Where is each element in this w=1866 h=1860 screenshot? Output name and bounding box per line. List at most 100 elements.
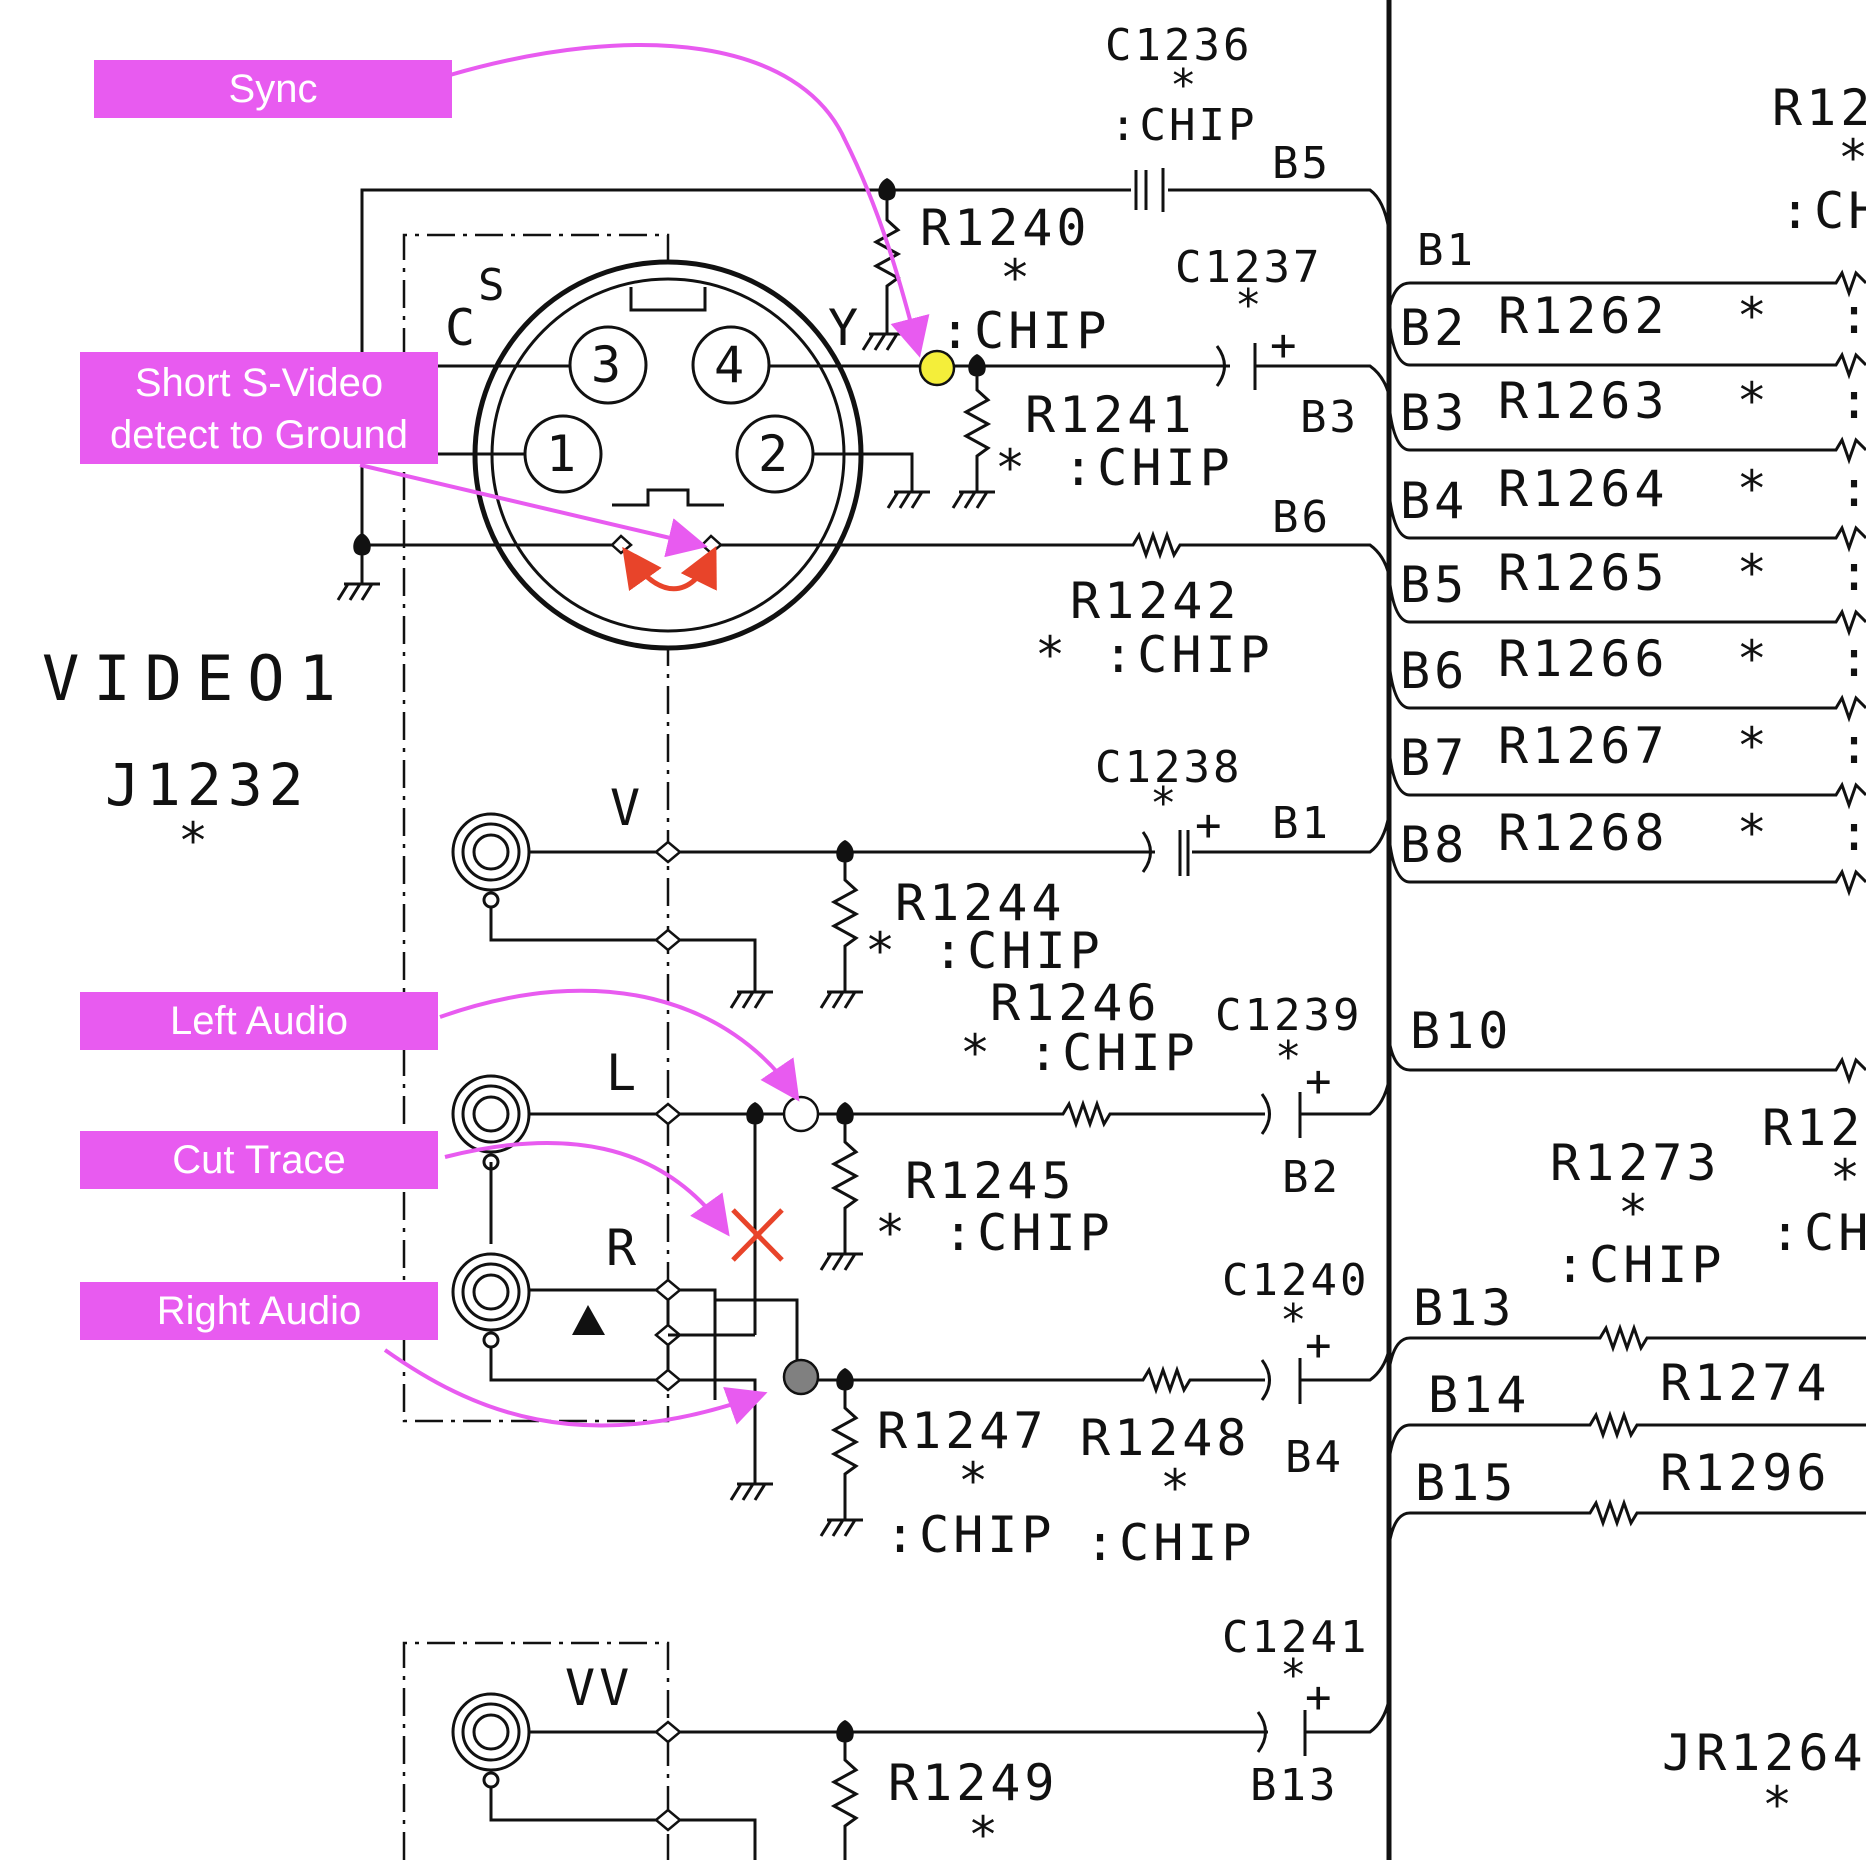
partial-r-top: R12 (1772, 79, 1866, 137)
r1242-label: R1242 (1070, 572, 1241, 630)
r-label: R (606, 1219, 640, 1277)
right-audio-annotation (80, 1282, 438, 1340)
bus-b7-resistor-label: R1267 * :CH (1498, 717, 1866, 775)
r1240-label: R1240 (920, 199, 1091, 257)
detect-pad-left (610, 534, 633, 555)
c1237-label: C1237 (1175, 242, 1322, 293)
pin-3-label: 3 (591, 336, 625, 394)
c1239-plus: + (1305, 1056, 1335, 1107)
bus-b14-right: B14 (1428, 1366, 1530, 1424)
bus-b7-right: B7 (1400, 729, 1468, 787)
left-audio-annotation (80, 992, 438, 1050)
partial-r-top-star: * (1838, 129, 1866, 187)
c1236-chip: :CHIP (1110, 100, 1257, 151)
r1249-symbol (830, 1732, 860, 1860)
r1247-star: * (958, 1452, 992, 1510)
partial-r-mid: R12 (1762, 1099, 1864, 1157)
v-jack (451, 812, 531, 892)
bus-b8-trace (1387, 836, 1866, 897)
bus-b10-right: B10 (1410, 1002, 1512, 1060)
bus-b5-right: B5 (1400, 556, 1468, 614)
bus-b8-right: B8 (1400, 816, 1468, 874)
sync-arrow (449, 42, 930, 358)
r1247-symbol (830, 1380, 860, 1506)
c1240-plus: + (1305, 1320, 1335, 1371)
c1237-symbol (1215, 343, 1257, 390)
y-line (770, 364, 1391, 396)
bus-b6-resistor-label: R1266 * :CH (1498, 630, 1866, 688)
r1245-chip: * :CHIP (875, 1204, 1114, 1262)
test-point-triangle (572, 1305, 605, 1335)
bus-b6-left: B6 (1272, 492, 1331, 543)
c1241-star: * (1280, 1650, 1310, 1701)
r1249-label: R1249 (888, 1754, 1059, 1812)
c1236-label: C1236 (1105, 20, 1252, 71)
bus-b2-resistor-label: R1262 * :CH (1498, 287, 1866, 345)
bus-b15-right: B15 (1415, 1454, 1517, 1512)
bus-b1-left: B1 (1272, 798, 1331, 849)
r-jack (451, 1252, 531, 1332)
left-audio-point (782, 1095, 820, 1133)
r1274-label: R1274 (1660, 1354, 1831, 1412)
r1244-chip: * :CHIP (865, 922, 1104, 980)
bus-b5-left: B5 (1272, 138, 1331, 189)
bus-b1-right: B1 (1417, 225, 1476, 276)
vv-label: VV (565, 1659, 633, 1717)
c1238-star: * (1150, 778, 1180, 829)
r1249-star: * (968, 1806, 1002, 1860)
l-jack (451, 1074, 531, 1154)
bus-b4-left: B4 (1285, 1432, 1344, 1483)
r1241-label: R1241 (1025, 386, 1196, 444)
bus-b8-resistor-label: R1268 * :CH (1498, 804, 1866, 862)
c1238-label: C1238 (1095, 742, 1242, 793)
right-audio-point (782, 1358, 820, 1396)
bus-b5-resistor-label: R1265 * :CH (1498, 544, 1866, 602)
vv-jack (451, 1692, 531, 1772)
partial-r-top-chip: :CH (1780, 182, 1866, 240)
short-svideo-arrow (359, 463, 708, 558)
c1236-star: * (1170, 60, 1200, 111)
l-label: L (606, 1044, 640, 1102)
bus-b2-left: B2 (1282, 1152, 1341, 1203)
partial-r-mid-chip: :CH (1770, 1204, 1866, 1262)
c1240-label: C1240 (1222, 1255, 1369, 1306)
bus-b13-left: B13 (1250, 1760, 1338, 1811)
r1241-symbol (962, 366, 992, 478)
bus-b7-trace (1387, 749, 1866, 810)
r1246-chip: * :CHIP (960, 1024, 1199, 1082)
v-label: V (610, 779, 644, 837)
detect-pad-right (700, 534, 723, 555)
pin-4 (691, 325, 771, 405)
bus-b2-trace (1387, 319, 1866, 380)
bus-b4-right: B4 (1400, 472, 1468, 530)
connector-name: VIDEO1 (42, 642, 350, 715)
short-svideo-line1: Short S-Video (135, 361, 383, 405)
bus-b3-left: B3 (1300, 392, 1359, 443)
c1240-symbol (1260, 1358, 1302, 1404)
bus-b4-trace (1387, 492, 1866, 553)
left-audio-arrow (439, 988, 800, 1102)
c1236-symbol (1134, 168, 1165, 212)
r1248-star: * (1160, 1459, 1194, 1517)
v-line (529, 814, 1391, 854)
jr1264-star: * (1762, 1776, 1796, 1834)
right-audio-arrow (383, 1348, 768, 1428)
r1240-symbol (872, 190, 902, 320)
r1245-symbol (830, 1114, 860, 1240)
c1239-symbol (1260, 1092, 1302, 1138)
pin-4-label: 4 (714, 336, 748, 394)
r-line (797, 1349, 1391, 1395)
vv-line (529, 1699, 1391, 1734)
b6-line (362, 530, 1391, 576)
short-svideo-annotation (80, 352, 438, 464)
sync-annotation-text: Sync (229, 67, 318, 111)
left-audio-annotation-text: Left Audio (170, 999, 348, 1043)
r1273-label: R1273 (1550, 1134, 1721, 1192)
cut-trace-mark (731, 1208, 784, 1262)
sync-annotation (94, 60, 452, 118)
short-svideo-line2: detect to Ground (110, 413, 408, 457)
jr1264-label: JR1264 (1662, 1724, 1866, 1782)
